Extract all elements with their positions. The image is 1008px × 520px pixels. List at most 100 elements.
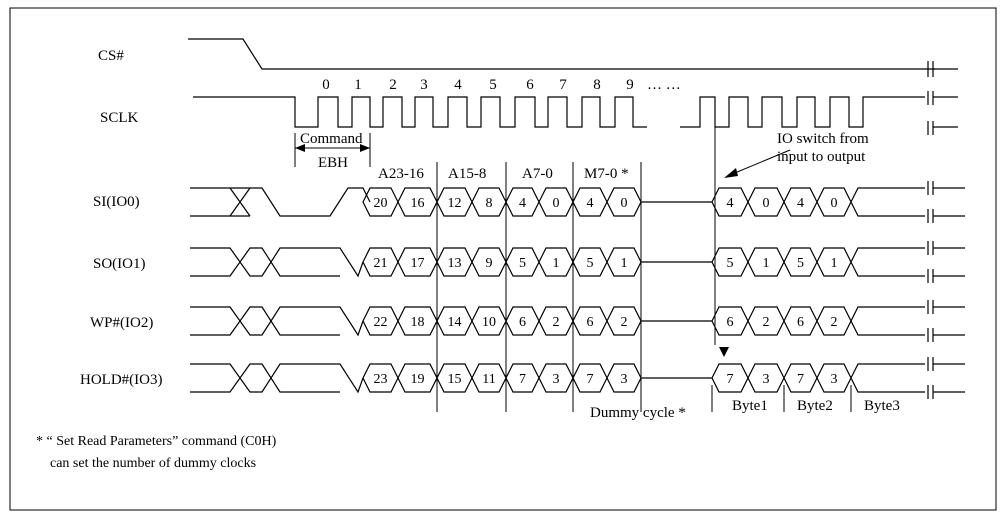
so-data-value: 5: [727, 256, 734, 271]
addr-a23-16: A23-16: [378, 166, 424, 182]
so-bus-value: 13: [448, 256, 462, 271]
si-bus-value: 4: [587, 196, 594, 211]
wp-bus-value: 22: [374, 315, 388, 330]
hold-bus-value: 19: [411, 372, 425, 387]
hold-bus-value: 7: [587, 372, 594, 387]
wp-bus-value: 14: [448, 315, 462, 330]
byte2-label: Byte2: [797, 398, 833, 414]
clock-number-2: 2: [389, 77, 397, 93]
hold-bus-value: 11: [482, 372, 495, 387]
cs-break: [927, 61, 958, 77]
wp-label: WP#(IO2): [90, 315, 153, 331]
footnote-line1: * “ Set Read Parameters” command (C0H): [36, 434, 277, 449]
si-bus-value: 16: [411, 196, 425, 211]
hold-data-value: 3: [831, 372, 838, 387]
byte1-label: Byte1: [732, 398, 768, 414]
cs-waveform: [188, 38, 935, 70]
io-switch-pointer: [729, 149, 791, 176]
si-trail: [850, 187, 965, 217]
so-data-value: 1: [831, 256, 838, 271]
si-pre-waveform: [190, 187, 371, 217]
clock-number-0: 0: [322, 77, 330, 93]
wp-data-value: 6: [727, 315, 734, 330]
si-data-value: 0: [831, 196, 838, 211]
command-arrow-head-left: [295, 144, 305, 152]
si-bus-value: 0: [621, 196, 628, 211]
hold-data-value: 3: [763, 372, 770, 387]
wp-trail: [850, 306, 965, 336]
wp-data-value: 6: [797, 315, 804, 330]
si-bus-value: 4: [519, 196, 526, 211]
addr-m7-0: M7-0 *: [584, 166, 629, 182]
si-label: SI(IO0): [93, 194, 140, 210]
clock-number-3: 3: [420, 77, 428, 93]
hold-data-value: 7: [797, 372, 804, 387]
hold-bus-value: 7: [519, 372, 526, 387]
wp-bus-value: 2: [621, 315, 628, 330]
hold-label: HOLD#(IO3): [80, 372, 162, 388]
hold-pre-waveform-b: [190, 363, 340, 393]
hold-trail: [850, 363, 965, 393]
so-bus-value: 5: [587, 256, 594, 271]
wp-pre-waveform-b: [190, 306, 340, 336]
si-break: [927, 181, 934, 223]
so-bus-value: 1: [553, 256, 560, 271]
si-data-value: 4: [797, 196, 804, 211]
bus-row-hold: 23 19 15 11 7 3 7 3 7 3 7 3: [190, 357, 965, 399]
sclk-waveform-2: [680, 96, 925, 128]
clock-ellipsis: … …: [647, 77, 681, 93]
sclk-label: SCLK: [100, 110, 139, 126]
hold-break: [927, 357, 934, 399]
so-pre-waveform-a: [190, 247, 364, 278]
hold-bus-value: 15: [448, 372, 462, 387]
so-label: SO(IO1): [93, 256, 146, 272]
dummy-cycle-label: Dummy cycle *: [590, 405, 686, 421]
si-bus-value: 20: [374, 196, 388, 211]
wp-bus-value: 2: [553, 315, 560, 330]
so-bus-value: 21: [374, 256, 388, 271]
so-data-value: 5: [797, 256, 804, 271]
wp-bus-value: 6: [587, 315, 594, 330]
sclk-waveform: [193, 96, 647, 128]
wp-data-value: 2: [763, 315, 770, 330]
so-bus-value: 17: [411, 256, 425, 271]
wp-bus-value: 10: [482, 315, 496, 330]
cs-label: CS#: [98, 48, 124, 64]
diagram-frame: [9, 7, 997, 511]
command-label: Command: [300, 131, 363, 147]
wp-break: [927, 300, 934, 342]
si-bus-value: 0: [553, 196, 560, 211]
clock-number-7: 7: [559, 77, 567, 93]
so-bus-value: 1: [621, 256, 628, 271]
si-bus-value: 12: [448, 196, 462, 211]
command-code: EBH: [318, 155, 348, 171]
addr-a7-0: A7-0: [522, 166, 553, 182]
byte3-label: Byte3: [864, 398, 900, 414]
io-switch-down-arrow: [719, 347, 729, 357]
command-bracket: [294, 133, 371, 167]
hold-bus-value: 23: [374, 372, 388, 387]
wp-bus-value: 18: [411, 315, 425, 330]
io-switch-line1: IO switch from: [777, 131, 869, 147]
clock-number-5: 5: [489, 77, 497, 93]
hold-bus-value: 3: [621, 372, 628, 387]
si-bus-value: 8: [486, 196, 493, 211]
io-switch-line2: input to output: [777, 149, 866, 165]
sclk-break: [927, 91, 958, 135]
so-data-value: 1: [763, 256, 770, 271]
hold-pre-waveform-a: [190, 363, 364, 394]
si-data-value: 4: [727, 196, 734, 211]
hold-bus-value: 3: [553, 372, 560, 387]
hold-data-value: 7: [727, 372, 734, 387]
addr-a15-8: A15-8: [448, 166, 486, 182]
clock-number-4: 4: [454, 77, 462, 93]
io-switch-arrowhead: [724, 168, 738, 178]
wp-pre-waveform-a: [190, 306, 364, 337]
footnote-line2: can set the number of dummy clocks: [50, 456, 256, 471]
so-break: [927, 241, 934, 283]
